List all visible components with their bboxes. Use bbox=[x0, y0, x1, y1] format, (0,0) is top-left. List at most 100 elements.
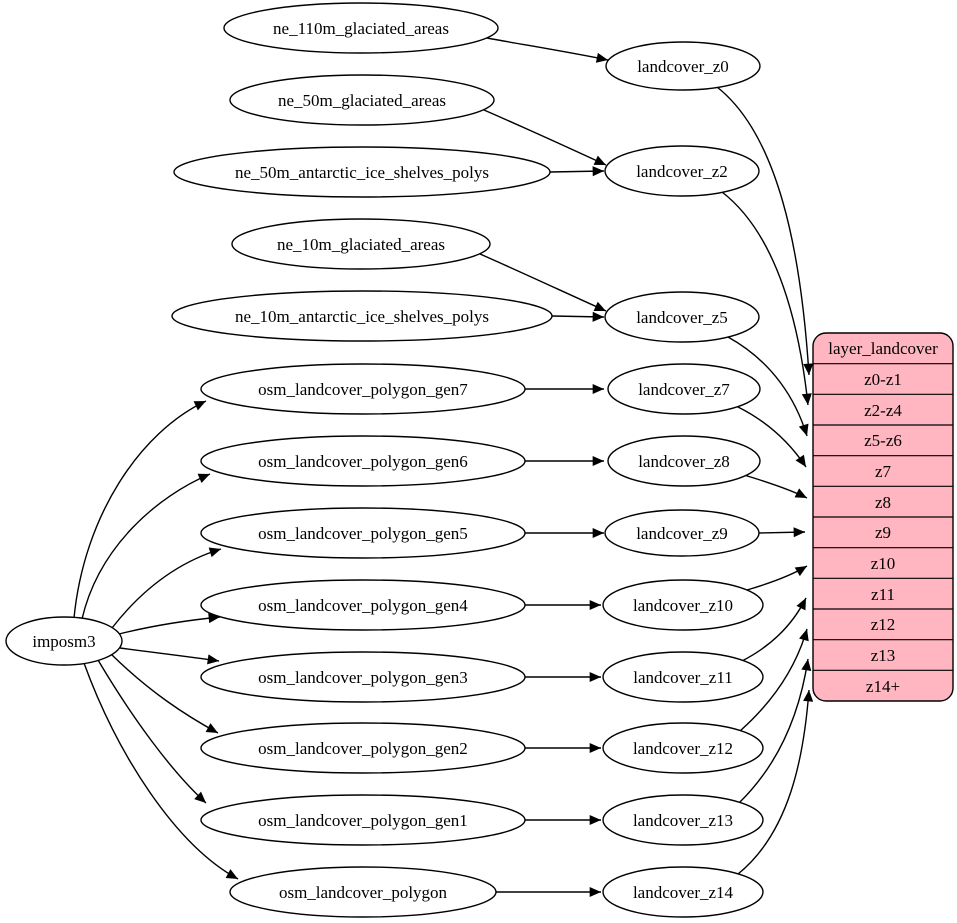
table-layer-landcover: layer_landcover z0-z1 z2-z4 z5-z6 z7 z8 … bbox=[812, 332, 954, 702]
node-label: landcover_z10 bbox=[633, 596, 733, 615]
table-row-z8: z8 bbox=[875, 493, 891, 512]
edge-z2-to-row-z2-z4 bbox=[721, 191, 812, 406]
node-label: landcover_z13 bbox=[633, 811, 733, 830]
edge-ne10m-glaciated-to-z5 bbox=[479, 253, 607, 312]
edge-z9-to-row-z9 bbox=[758, 527, 806, 538]
table-row-z14plus: z14+ bbox=[866, 677, 900, 696]
edge-z7-to-row-z7 bbox=[737, 406, 807, 468]
node-ellipse bbox=[200, 363, 526, 415]
node-ellipse bbox=[605, 41, 761, 91]
node-ellipse bbox=[171, 290, 553, 342]
node-landcover-z11: landcover_z11 bbox=[602, 651, 764, 703]
node-osm-landcover-polygon-gen5: osm_landcover_polygon_gen5 bbox=[200, 507, 526, 559]
node-ne-10m-glaciated-areas: ne_10m_glaciated_areas bbox=[231, 218, 491, 270]
edge-imposm3-to-gen3 bbox=[119, 647, 220, 665]
node-landcover-z10: landcover_z10 bbox=[602, 579, 764, 631]
node-ellipse bbox=[200, 507, 526, 559]
edge-z13-to-row-z13 bbox=[738, 658, 812, 804]
node-label: ne_10m_antarctic_ice_shelves_polys bbox=[235, 307, 489, 326]
node-label: osm_landcover_polygon_gen6 bbox=[258, 452, 468, 471]
node-label: ne_110m_glaciated_areas bbox=[273, 19, 449, 38]
node-label: landcover_z9 bbox=[636, 524, 728, 543]
node-osm-landcover-polygon-gen4: osm_landcover_polygon_gen4 bbox=[200, 579, 526, 631]
node-ne-50m-antarctic-ice-shelves-polys: ne_50m_antarctic_ice_shelves_polys bbox=[173, 146, 551, 198]
node-ellipse bbox=[173, 146, 551, 198]
node-label: osm_landcover_polygon_gen7 bbox=[258, 380, 468, 399]
node-ellipse bbox=[223, 2, 499, 54]
node-osm-landcover-polygon: osm_landcover_polygon bbox=[229, 866, 497, 918]
node-osm-landcover-polygon-gen7: osm_landcover_polygon_gen7 bbox=[200, 363, 526, 415]
edge-z5-to-row-z5-z6 bbox=[727, 336, 809, 437]
edge-z10-to-row-z10 bbox=[746, 565, 808, 591]
node-ellipse bbox=[604, 509, 760, 557]
node-ellipse bbox=[602, 866, 764, 918]
edge-z8-to-row-z8 bbox=[743, 474, 808, 499]
node-landcover-z0: landcover_z0 bbox=[605, 41, 761, 91]
node-landcover-z2: landcover_z2 bbox=[604, 145, 760, 197]
table-row-z9: z9 bbox=[875, 523, 891, 542]
edge-ne50m-antarctic-to-z2 bbox=[549, 166, 605, 177]
node-label: imposm3 bbox=[32, 632, 95, 651]
node-label: osm_landcover_polygon bbox=[279, 883, 448, 902]
node-ellipse bbox=[607, 363, 761, 415]
node-label: osm_landcover_polygon_gen3 bbox=[258, 668, 468, 687]
table-title: layer_landcover bbox=[828, 339, 938, 358]
node-label: landcover_z11 bbox=[633, 668, 732, 687]
edge-ne110m-to-z0 bbox=[486, 37, 609, 63]
node-osm-landcover-polygon-gen3: osm_landcover_polygon_gen3 bbox=[200, 651, 526, 703]
edge-imposm3-to-polygon bbox=[83, 662, 239, 880]
node-label: landcover_z7 bbox=[638, 380, 730, 399]
table-row-z7: z7 bbox=[875, 462, 892, 481]
node-ellipse bbox=[602, 722, 764, 774]
edge-z0-to-row-z0-z1 bbox=[716, 86, 814, 376]
edge-z11-to-row-z11 bbox=[741, 597, 807, 662]
node-landcover-z14: landcover_z14 bbox=[602, 866, 764, 918]
node-ellipse bbox=[602, 579, 764, 631]
node-label: osm_landcover_polygon_gen2 bbox=[258, 739, 468, 758]
table-row-z11: z11 bbox=[871, 585, 895, 604]
edge-z14-to-row-z14plus bbox=[737, 689, 814, 875]
edge-ne50m-glaciated-to-z2 bbox=[483, 109, 607, 166]
node-label: osm_landcover_polygon_gen1 bbox=[258, 811, 468, 830]
node-ellipse bbox=[604, 291, 760, 343]
node-ellipse bbox=[200, 579, 526, 631]
table-row-z2-z4: z2-z4 bbox=[864, 401, 902, 420]
edge-imposm3-to-gen2 bbox=[111, 654, 219, 734]
node-ellipse bbox=[5, 616, 123, 666]
node-osm-landcover-polygon-gen2: osm_landcover_polygon_gen2 bbox=[200, 722, 526, 774]
node-ellipse bbox=[231, 218, 491, 270]
node-ellipse bbox=[200, 435, 526, 487]
node-imposm3: imposm3 bbox=[5, 616, 123, 666]
edge-imposm3-to-gen1 bbox=[97, 659, 207, 804]
node-osm-landcover-polygon-gen6: osm_landcover_polygon_gen6 bbox=[200, 435, 526, 487]
node-landcover-z5: landcover_z5 bbox=[604, 291, 760, 343]
node-label: ne_50m_glaciated_areas bbox=[278, 91, 446, 110]
node-ellipse bbox=[607, 435, 761, 487]
node-label: landcover_z0 bbox=[637, 57, 729, 76]
table-row-z13: z13 bbox=[871, 646, 896, 665]
table-row-z5-z6: z5-z6 bbox=[864, 431, 902, 450]
edge-imposm3-to-gen7 bbox=[73, 400, 207, 619]
node-label: landcover_z2 bbox=[636, 162, 728, 181]
node-label: landcover_z8 bbox=[638, 452, 730, 471]
node-label: landcover_z12 bbox=[633, 739, 733, 758]
table-row-z10: z10 bbox=[871, 554, 896, 573]
node-landcover-z9: landcover_z9 bbox=[604, 509, 760, 557]
node-label: osm_landcover_polygon_gen5 bbox=[258, 524, 468, 543]
edge-imposm3-to-gen4 bbox=[118, 613, 221, 635]
node-label: landcover_z5 bbox=[636, 308, 728, 327]
node-ellipse bbox=[602, 651, 764, 703]
table-row-z0-z1: z0-z1 bbox=[864, 370, 902, 389]
node-label: landcover_z14 bbox=[633, 883, 734, 902]
edge-imposm3-to-gen6 bbox=[81, 473, 211, 620]
node-ellipse bbox=[229, 866, 497, 918]
edge-imposm3-to-gen5 bbox=[111, 547, 222, 629]
node-landcover-z13: landcover_z13 bbox=[602, 794, 764, 846]
edge-ne10m-antarctic-to-z5 bbox=[551, 311, 605, 322]
node-landcover-z12: landcover_z12 bbox=[602, 722, 764, 774]
node-landcover-z8: landcover_z8 bbox=[607, 435, 761, 487]
node-ellipse bbox=[200, 722, 526, 774]
node-ne-10m-antarctic-ice-shelves-polys: ne_10m_antarctic_ice_shelves_polys bbox=[171, 290, 553, 342]
